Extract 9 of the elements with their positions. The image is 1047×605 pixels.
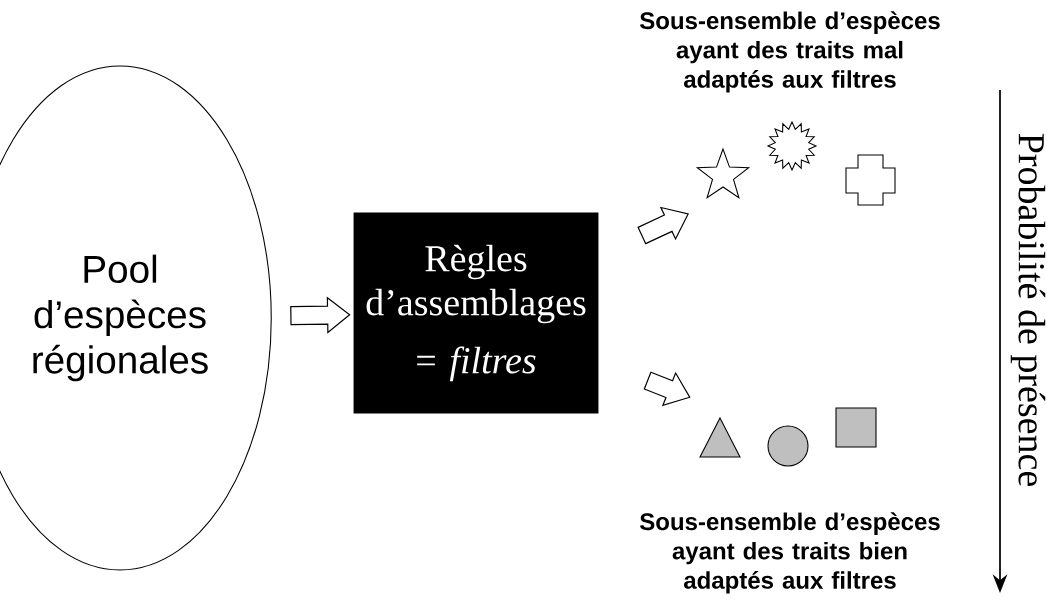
filter-box: Règles d’assemblages = filtres	[353, 212, 599, 414]
axis-label: Probabilité de présence	[1010, 133, 1046, 486]
block-arrow	[637, 206, 689, 245]
shapes-drawing	[695, 120, 896, 206]
shapes-drawing	[699, 407, 877, 467]
block-arrow	[290, 296, 351, 334]
group-heading: Sous-ensemble d’espèces ayant des traits mal adaptés aux filtres	[639, 11, 940, 93]
group-heading: Sous-ensemble d’espèces ayant des traits bien adaptés aux filtres	[639, 512, 940, 594]
block-arrow	[643, 371, 691, 407]
